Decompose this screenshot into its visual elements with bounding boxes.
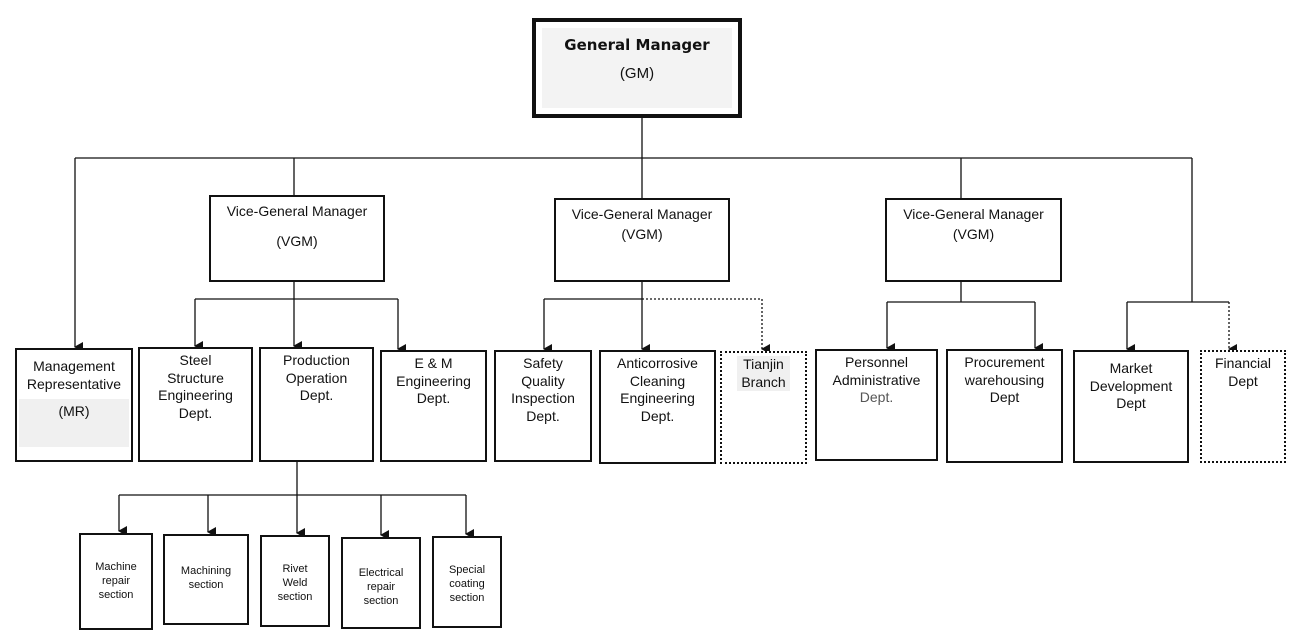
mr-line2: Representative [26, 375, 122, 392]
dept-line: Dept [1116, 395, 1146, 411]
section-line: repair [101, 574, 131, 587]
production-operation-dept-box: Production Operation Dept. [259, 347, 374, 462]
dept-line: Development [1089, 377, 1173, 394]
dept-line: Personnel [844, 354, 909, 370]
section-line: repair [366, 580, 396, 593]
dept-line: Dept. [299, 387, 334, 403]
general-manager-box: General Manager (GM) [532, 18, 742, 118]
dept-line: Quality [521, 372, 565, 389]
dept-line: Inspection [511, 390, 575, 406]
dept-line: Dept. [640, 407, 675, 424]
dept-line: Administrative [832, 371, 921, 388]
section-line: section [449, 591, 485, 604]
dept-line: E & M [414, 355, 453, 371]
mr-abbr: (MR) [58, 403, 90, 419]
section-line: Electrical [358, 567, 404, 579]
section-line: Machining [180, 565, 232, 577]
vgm-left-title: Vice-General Manager [226, 203, 368, 219]
market-development-dept-box: Market Development Dept [1073, 350, 1189, 463]
machine-repair-section-box: Machine repair section [79, 533, 153, 630]
dept-line: Steel [179, 352, 212, 368]
section-line: Special [448, 564, 486, 576]
section-line: Rivet [282, 563, 308, 575]
vgm-middle-abbr: (VGM) [621, 225, 663, 242]
general-manager-title: General Manager [564, 36, 710, 54]
management-representative-box: Management Representative (MR) [15, 348, 133, 462]
machining-section-box: Machining section [163, 534, 249, 625]
dept-line: Dept. [416, 390, 451, 406]
section-line: section [277, 590, 313, 603]
vgm-right-title: Vice-General Manager [903, 206, 1044, 222]
dept-line: Tianjin [743, 356, 784, 372]
vgm-left-box: Vice-General Manager (VGM) [209, 195, 385, 282]
dept-line: Dept [1228, 372, 1258, 389]
section-line: section [363, 594, 399, 607]
section-line: section [98, 588, 134, 601]
dept-line: Anticorrosive [617, 355, 698, 371]
dept-line: Structure [167, 369, 224, 386]
dept-line: Financial [1214, 355, 1272, 371]
electrical-repair-section-box: Electrical repair section [341, 537, 421, 629]
financial-dept-box: Financial Dept [1200, 350, 1286, 463]
dept-line: Engineering [620, 390, 695, 406]
dept-line: Cleaning [629, 372, 686, 389]
section-line: Weld [282, 576, 308, 589]
tianjin-branch-box: Tianjin Branch [720, 351, 807, 464]
section-line: section [188, 578, 224, 591]
general-manager-abbr: (GM) [619, 64, 655, 82]
em-engineering-dept-box: E & M Engineering Dept. [380, 350, 487, 462]
dept-line: Engineering [396, 372, 471, 389]
vgm-middle-box: Vice-General Manager (VGM) [554, 198, 730, 282]
vgm-right-box: Vice-General Manager (VGM) [885, 198, 1062, 282]
steel-structure-dept-box: Steel Structure Engineering Dept. [138, 347, 253, 462]
vgm-left-abbr: (VGM) [276, 232, 318, 249]
section-line: coating [449, 577, 485, 590]
section-line: Machine [95, 561, 137, 573]
dept-line: Dept [989, 389, 1020, 405]
dept-line: Dept. [526, 407, 560, 424]
dept-line: Production [283, 352, 350, 368]
anticorrosive-cleaning-dept-box: Anticorrosive Cleaning Engineering Dept. [599, 350, 716, 464]
vgm-right-abbr: (VGM) [952, 225, 995, 242]
dept-line: Procurement [964, 354, 1045, 370]
dept-line: warehousing [964, 371, 1045, 388]
mr-line1: Management [33, 358, 115, 374]
personnel-administrative-dept-box: Personnel Administrative Dept. [815, 349, 938, 461]
vgm-middle-title: Vice-General Manager [571, 206, 713, 222]
rivet-weld-section-box: Rivet Weld section [260, 535, 330, 627]
dept-line: Operation [285, 369, 348, 386]
dept-line: Branch [741, 373, 786, 390]
procurement-warehousing-dept-box: Procurement warehousing Dept [946, 349, 1063, 463]
dept-line: Safety [523, 355, 563, 371]
special-coating-section-box: Special coating section [432, 536, 502, 628]
dept-line: Engineering [158, 387, 233, 403]
dept-line: Market [1109, 360, 1153, 376]
dept-line: Dept. [859, 389, 894, 405]
safety-quality-inspection-dept-box: Safety Quality Inspection Dept. [494, 350, 592, 462]
dept-line: Dept. [178, 404, 213, 421]
